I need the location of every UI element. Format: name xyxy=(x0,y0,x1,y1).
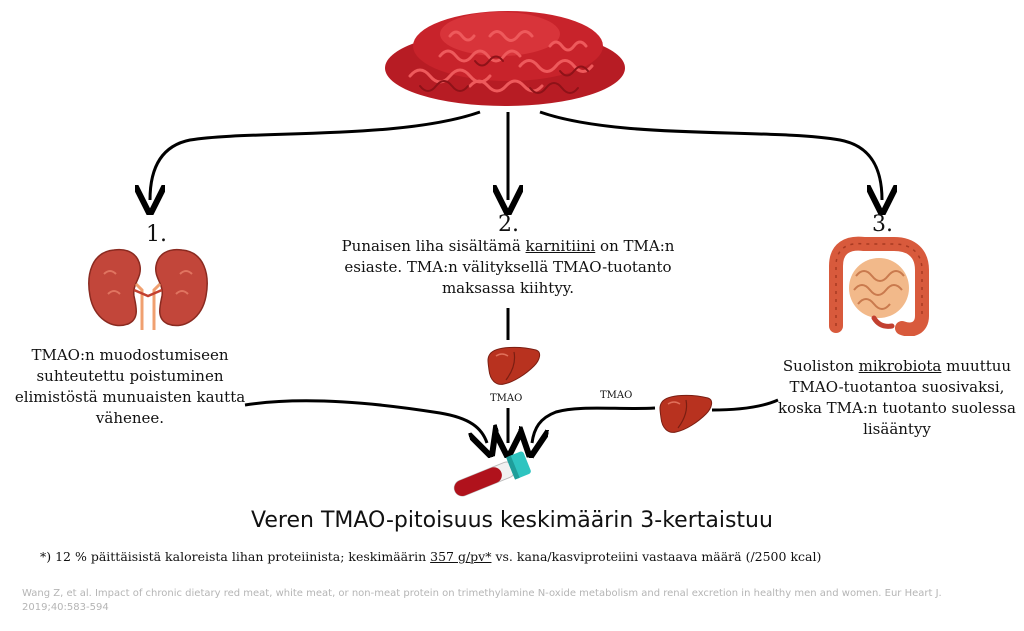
line-intestine-to-liver xyxy=(711,398,779,412)
step-2-number: 2. xyxy=(498,212,519,237)
arrow-liver-right-to-blood xyxy=(532,406,656,443)
step-3-text-end: muuttuu TMAO-tuotantoa suosivaksi, koska… xyxy=(778,357,1016,438)
intestine-icon xyxy=(829,236,929,336)
step-1-text: TMAO:n muodostumiseen suhteutettu poistu… xyxy=(14,346,246,427)
footnote-text-end: vs. kana/kasviproteiini vastaava määrä (… xyxy=(491,549,822,564)
tmao-label-right: TMAO xyxy=(600,390,633,401)
footnote: *) 12 % päittäisistä kaloreista lihan pr… xyxy=(40,549,1000,564)
step-3-number: 3. xyxy=(872,212,893,237)
arrow-meat-to-intestine xyxy=(539,110,882,200)
step-2-text-start: Punaisen liha sisältämä xyxy=(341,237,526,255)
footnote-amount: 357 g/pv* xyxy=(430,549,492,564)
step-2-text: Punaisen liha sisältämä karnitiini on TM… xyxy=(328,236,688,299)
liver-icon xyxy=(487,346,541,385)
kidneys-icon xyxy=(88,248,208,330)
mikrobiota-term: mikrobiota xyxy=(858,357,942,375)
step-3-text: Suoliston mikrobiota muuttuu TMAO-tuotan… xyxy=(770,356,1024,440)
karnitiini-term: karnitiini xyxy=(525,237,596,255)
step-2-text-end: on TMA:n esiaste. TMA:n välityksellä TMA… xyxy=(344,237,675,297)
citation: Wang Z, et al. Impact of chronic dietary… xyxy=(22,588,942,613)
minced-meat-image xyxy=(385,11,625,106)
footnote-text-start: *) 12 % päittäisistä kaloreista lihan pr… xyxy=(40,549,431,564)
headline: Veren TMAO-pitoisuus keskimäärin 3-kerta… xyxy=(251,508,773,533)
tmao-label-center: TMAO xyxy=(490,393,523,404)
liver-icon-right xyxy=(659,394,713,433)
step-3-text-start: Suoliston xyxy=(782,357,859,375)
blood-tube-icon xyxy=(453,451,531,497)
arrow-meat-to-kidney xyxy=(150,110,481,200)
step-1-number: 1. xyxy=(146,222,167,247)
arrow-kidney-to-blood xyxy=(244,399,487,443)
